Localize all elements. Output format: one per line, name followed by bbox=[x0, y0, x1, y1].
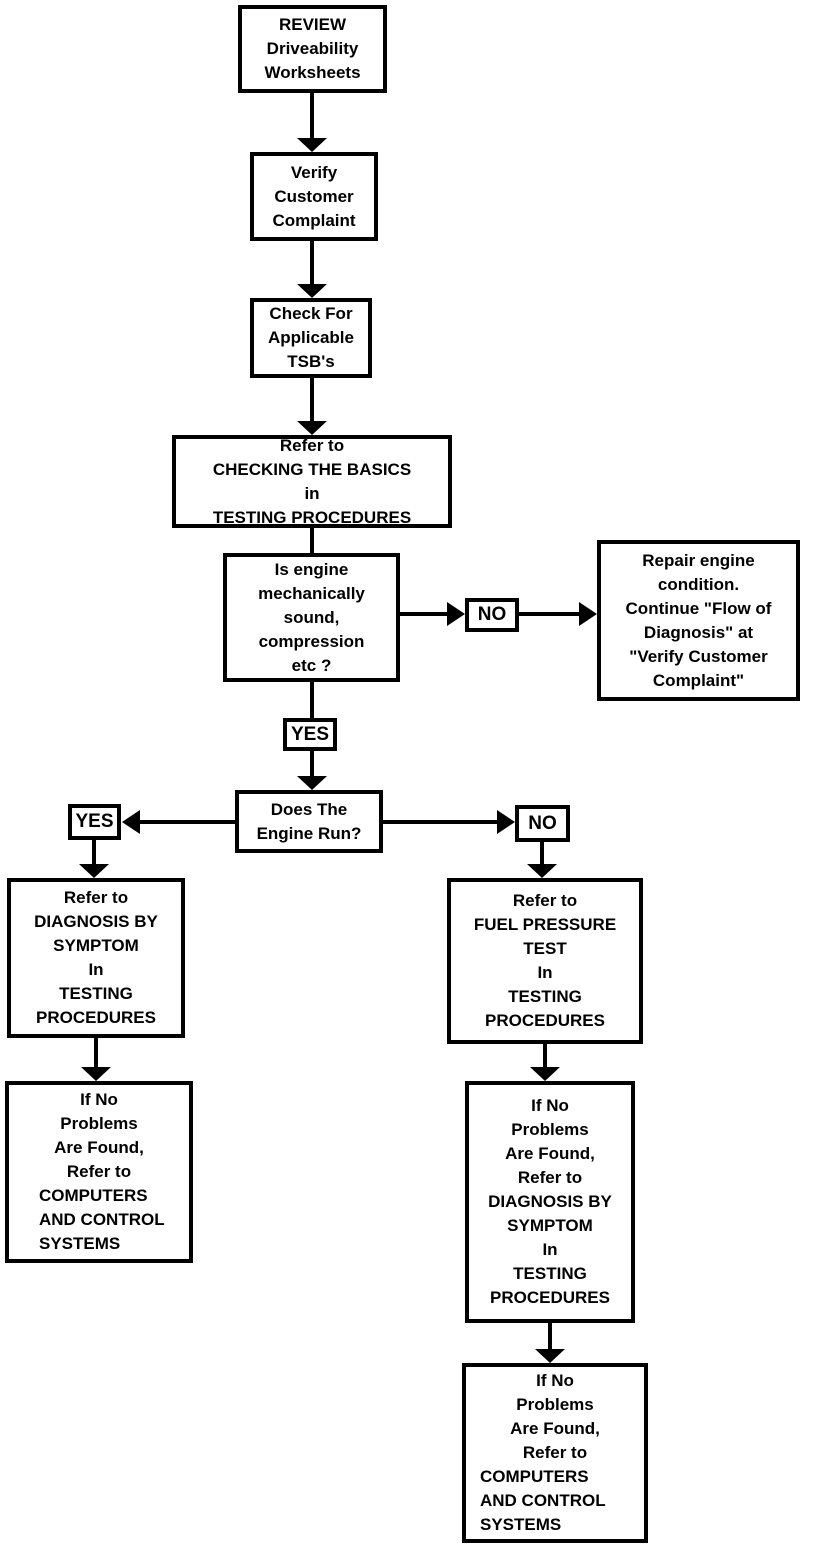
arrowhead-yes2-to-diagnosis bbox=[79, 864, 109, 878]
label-no-engine-sound-text: NO bbox=[477, 604, 507, 625]
node-engine-run-question-text: Does The Engine Run? bbox=[256, 799, 362, 843]
label-no-engine-run-text: NO bbox=[528, 812, 557, 834]
label-yes-engine-sound: YES bbox=[283, 718, 337, 751]
node-fuel-pressure-test-text: Refer to FUEL PRESSURE TEST In TESTING P… bbox=[473, 891, 617, 1030]
connector-ifno-diagnosis-to-computers bbox=[548, 1323, 552, 1350]
connector-no2-to-fuel bbox=[540, 842, 544, 866]
node-diagnosis-by-symptom: Refer to DIAGNOSIS BY SYMPTOM In TESTING… bbox=[7, 878, 185, 1038]
node-no-problems-computers-left: If No Problems Are Found, Refer to COMPU… bbox=[5, 1081, 193, 1263]
node-check-tsbs-text: Check For Applicable TSB's bbox=[268, 304, 354, 371]
node-no-problems-computers-right-text-top: If No Problems Are Found, Refer to bbox=[510, 1371, 600, 1462]
arrowhead-no-to-repair bbox=[579, 602, 597, 626]
node-engine-sound-question-text: Is engine mechanically sound, compressio… bbox=[258, 559, 365, 675]
node-review-worksheets-text: REVIEW Driveability Worksheets bbox=[264, 15, 361, 82]
arrowhead-review-to-verify bbox=[297, 138, 327, 152]
connector-diagnosis-to-ifno-left bbox=[94, 1038, 98, 1068]
label-yes-engine-run-text: YES bbox=[75, 811, 114, 832]
connector-engine-run-to-yes bbox=[138, 820, 236, 824]
node-check-tsbs: Check For Applicable TSB's bbox=[250, 298, 372, 378]
connector-engine-sound-to-no bbox=[400, 612, 449, 616]
node-checking-basics: Refer to CHECKING THE BASICS in TESTING … bbox=[172, 435, 452, 528]
connector-yes2-to-diagnosis bbox=[92, 840, 96, 866]
node-no-problems-computers-left-text-top: If No Problems Are Found, Refer to bbox=[54, 1090, 144, 1181]
arrowhead-tsbs-to-basics bbox=[297, 421, 327, 435]
node-no-problems-computers-left-text-bottom: COMPUTERS AND CONTROL SYSTEMS bbox=[39, 1186, 165, 1253]
connector-tsbs-to-basics bbox=[310, 378, 314, 422]
label-yes-engine-sound-text: YES bbox=[290, 723, 330, 745]
node-no-problems-computers-right: If No Problems Are Found, Refer to COMPU… bbox=[462, 1363, 648, 1543]
arrowhead-yes-to-engine-run bbox=[297, 776, 327, 790]
arrowhead-engine-run-to-no bbox=[497, 810, 515, 834]
label-no-engine-sound: NO bbox=[465, 598, 519, 632]
node-no-problems-computers-right-text-bottom: COMPUTERS AND CONTROL SYSTEMS bbox=[480, 1467, 606, 1534]
node-verify-complaint-text: Verify Customer Complaint bbox=[272, 162, 356, 230]
node-repair-engine-text: Repair engine condition. Continue "Flow … bbox=[625, 550, 772, 690]
connector-fuel-to-ifno-diagnosis bbox=[543, 1044, 547, 1068]
label-yes-engine-run: YES bbox=[68, 804, 121, 840]
arrowhead-engine-sound-to-no bbox=[447, 602, 465, 626]
node-engine-run-question: Does The Engine Run? bbox=[235, 790, 383, 853]
arrowhead-verify-to-tsbs bbox=[297, 284, 327, 298]
node-repair-engine: Repair engine condition. Continue "Flow … bbox=[597, 540, 800, 701]
connector-engine-run-to-no bbox=[383, 820, 499, 824]
connector-review-to-verify bbox=[310, 93, 314, 139]
connector-no-to-repair bbox=[519, 612, 581, 616]
node-verify-complaint: Verify Customer Complaint bbox=[250, 152, 378, 241]
node-diagnosis-by-symptom-text: Refer to DIAGNOSIS BY SYMPTOM In TESTING… bbox=[34, 888, 158, 1027]
arrowhead-ifno-diagnosis-to-computers bbox=[535, 1349, 565, 1363]
connector-basics-to-engine-sound bbox=[310, 528, 314, 555]
node-no-problems-diagnosis-text: If No Problems Are Found, Refer to DIAGN… bbox=[488, 1096, 612, 1307]
arrowhead-engine-run-to-yes bbox=[122, 810, 140, 834]
node-no-problems-diagnosis: If No Problems Are Found, Refer to DIAGN… bbox=[465, 1081, 635, 1323]
node-review-worksheets: REVIEW Driveability Worksheets bbox=[238, 5, 387, 93]
connector-yes-to-engine-run bbox=[310, 751, 314, 777]
connector-engine-sound-to-yes bbox=[310, 682, 314, 720]
node-checking-basics-text: Refer to CHECKING THE BASICS in TESTING … bbox=[212, 435, 412, 527]
node-engine-sound-question: Is engine mechanically sound, compressio… bbox=[223, 553, 400, 682]
connector-verify-to-tsbs bbox=[310, 241, 314, 285]
arrowhead-no2-to-fuel bbox=[527, 864, 557, 878]
node-fuel-pressure-test: Refer to FUEL PRESSURE TEST In TESTING P… bbox=[447, 878, 643, 1044]
label-no-engine-run: NO bbox=[515, 805, 570, 842]
arrowhead-fuel-to-ifno-diagnosis bbox=[530, 1067, 560, 1081]
arrowhead-diagnosis-to-ifno-left bbox=[81, 1067, 111, 1081]
